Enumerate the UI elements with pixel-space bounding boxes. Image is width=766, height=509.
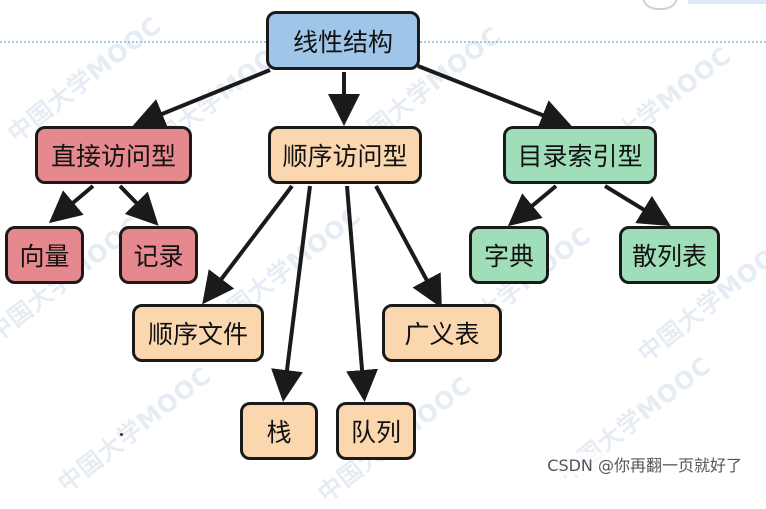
node-queue: 队列 <box>336 402 416 460</box>
node-sequential-file: 顺序文件 <box>132 304 264 362</box>
edge-direct-vector <box>48 184 95 224</box>
node-dictionary: 字典 <box>469 226 549 284</box>
edge-index-hash <box>603 184 671 227</box>
node-hash-table: 散列表 <box>619 226 720 284</box>
node-stack: 栈 <box>240 402 318 460</box>
header-bar-fragment <box>688 0 766 4</box>
node-root: 线性结构 <box>266 11 420 70</box>
edge-sequential-seqfile <box>202 184 294 305</box>
node-direct-access: 直接访问型 <box>35 126 192 184</box>
edge-root-direct <box>132 68 271 129</box>
node-index-access: 目录索引型 <box>503 126 657 184</box>
edge-direct-record <box>118 184 159 226</box>
stray-dot <box>120 433 123 436</box>
node-sequential-access: 顺序访问型 <box>268 126 422 184</box>
credit-watermark: CSDN @你再翻一页就好了 <box>545 452 744 476</box>
node-generalized-list: 广义表 <box>382 304 502 362</box>
edge-index-dict <box>507 184 558 227</box>
edge-root-index <box>417 64 573 131</box>
node-vector: 向量 <box>5 226 84 284</box>
edge-sequential-queue <box>345 185 378 402</box>
node-record: 记录 <box>119 226 198 284</box>
edge-layer <box>48 64 671 402</box>
edge-sequential-glist <box>374 185 442 309</box>
edge-sequential-stack <box>271 185 312 402</box>
